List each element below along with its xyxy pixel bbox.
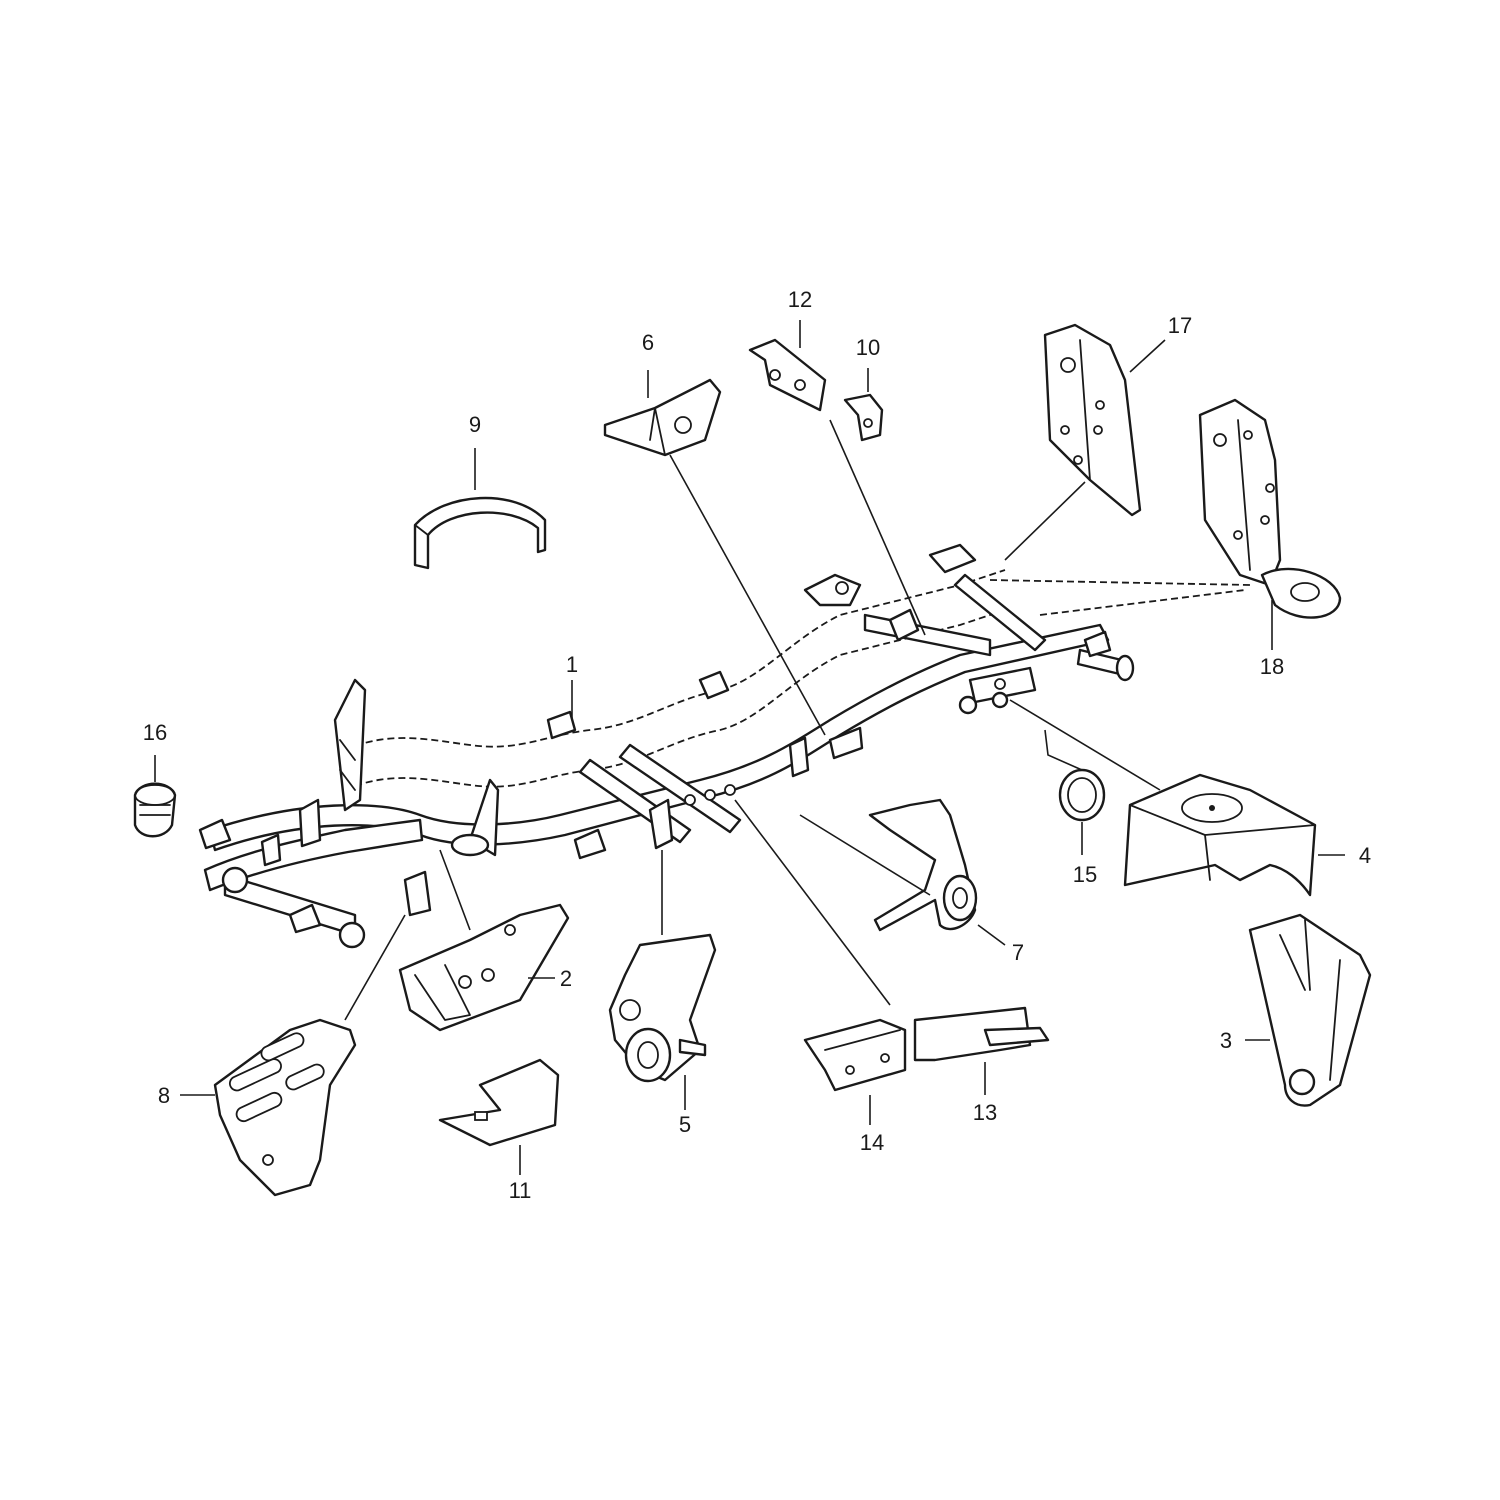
callout-16: 16: [143, 720, 167, 745]
callout-12: 12: [788, 287, 812, 312]
callout-15: 15: [1073, 862, 1097, 887]
callout-17: 17: [1168, 313, 1192, 338]
part-5-mount-bracket: [608, 933, 717, 1083]
callout-2: 2: [560, 966, 572, 991]
part-8-slotted-plate: [213, 1018, 357, 1197]
callout-8: 8: [158, 1083, 170, 1108]
part-4-spring-saddle: [1123, 773, 1317, 897]
part-18-tow-bracket: [1198, 398, 1342, 619]
callout-6: 6: [642, 330, 654, 355]
callout-4: 4: [1359, 843, 1371, 868]
part-2-engine-mount-bracket: [398, 903, 570, 1032]
callout-3: 3: [1220, 1028, 1232, 1053]
chassis-frame: [198, 543, 1251, 949]
part-7-shackle-bracket: [868, 798, 978, 932]
part-10-clip: [843, 393, 884, 442]
callout-10: 10: [856, 335, 880, 360]
part-15-plug: [1058, 768, 1106, 822]
callout-13: 13: [973, 1100, 997, 1125]
part-3-shackle: [1248, 913, 1372, 1107]
leader-lines: [154, 320, 1345, 1175]
callout-18: 18: [1260, 654, 1284, 679]
part-14-angle-bracket: [803, 1018, 907, 1092]
callout-labels: 1 2 3 4 5 6 7 8 9 10 11 12 13 14 15 16 1…: [143, 287, 1371, 1203]
part-9-clamp-strap: [413, 496, 547, 570]
callout-11: 11: [509, 1178, 532, 1203]
part-16-grommet: [133, 782, 177, 838]
part-17-rear-bracket: [1043, 323, 1142, 517]
part-13-flat-plate: [913, 1006, 1050, 1062]
callout-7: 7: [1012, 940, 1024, 965]
callout-9: 9: [469, 412, 481, 437]
callout-14: 14: [860, 1130, 884, 1155]
part-11-stepped-plate: [438, 1058, 560, 1147]
callout-1: 1: [566, 652, 578, 677]
part-6-mounting-bracket: [603, 378, 722, 457]
part-12-angle-bracket: [748, 338, 827, 412]
callout-5: 5: [679, 1112, 691, 1137]
